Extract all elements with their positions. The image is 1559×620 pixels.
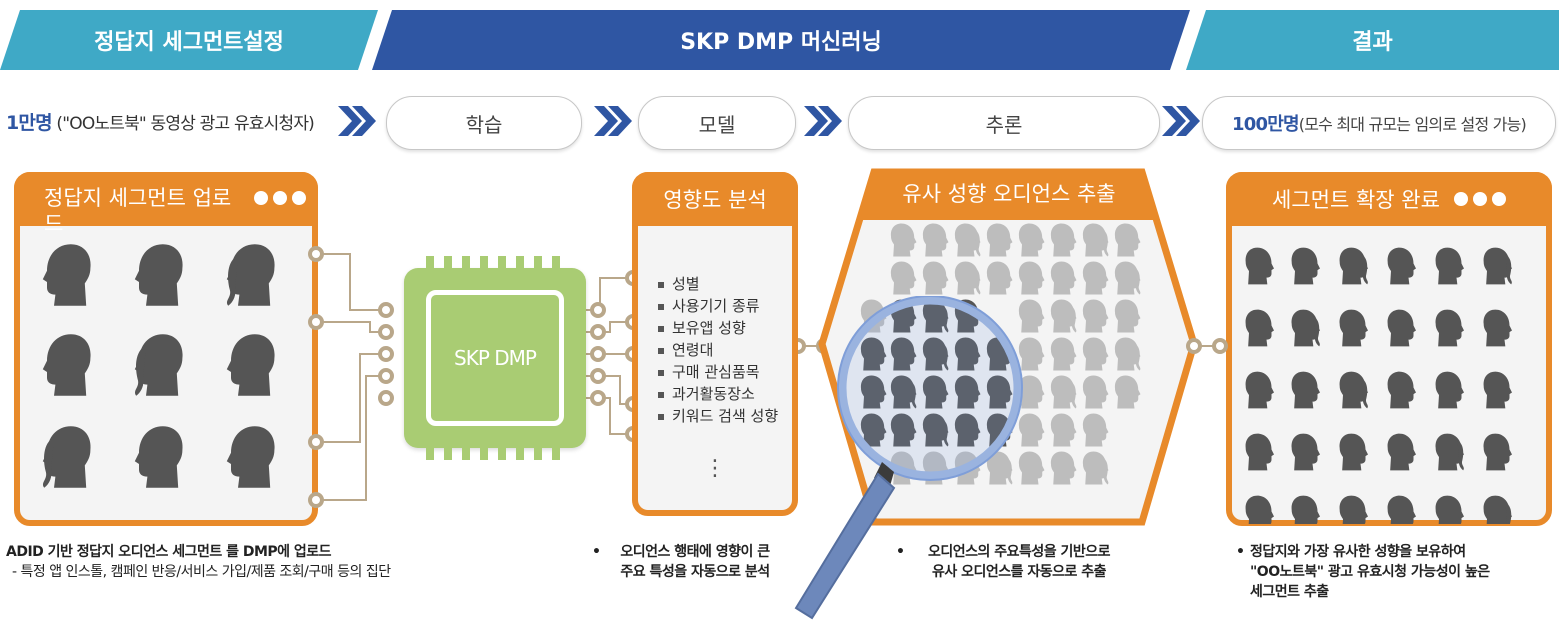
start-count: 1만명 — [6, 112, 53, 134]
list-item: 연령대 — [658, 339, 778, 361]
caption-influence-line1: •오디언스 행태에 영향이 큰 — [592, 544, 770, 560]
stage-segment-setup: 정답지 세그먼트설정 — [0, 10, 378, 70]
chip-pins — [426, 256, 560, 460]
connector-node-icons — [1186, 338, 1228, 354]
influence-panel-header: 영향도 분석 — [632, 172, 798, 226]
step-model: 모델 — [638, 96, 796, 150]
list-item: 구매 관심품목 — [658, 361, 778, 383]
expanded-head-grid — [1245, 247, 1512, 524]
caption-influence-line2: 주요 특성을 자동으로 분석 — [620, 564, 770, 580]
list-item: 사용기기 종류 — [658, 295, 778, 317]
caption-expand-line3: 세그먼트 추출 — [1250, 584, 1329, 600]
stage-segment-setup-label: 정답지 세그먼트설정 — [94, 30, 284, 55]
list-item: 성별 — [658, 273, 778, 295]
chevron-right-icon — [338, 106, 376, 136]
chip-label: SKP DMP — [454, 346, 537, 370]
step-learn: 학습 — [386, 96, 582, 150]
stage-machine-learning: SKP DMP 머신러닝 — [372, 10, 1190, 70]
expand-panel-header: 세그먼트 확장 완료 — [1226, 172, 1552, 226]
chip-icon: SKP DMP — [404, 268, 586, 448]
influence-panel-title: 영향도 분석 — [663, 188, 767, 212]
expand-panel: 세그먼트 확장 완료 — [1226, 172, 1552, 526]
step-learn-label: 학습 — [465, 112, 503, 137]
caption-expand-line1: •정답지와 가장 유사한 성향을 보유하여 — [1236, 544, 1466, 560]
stage-result-label: 결과 — [1352, 30, 1393, 55]
head-silhouette-grid — [42, 244, 275, 488]
step-infer-label: 추론 — [985, 112, 1023, 137]
connector-node-icons — [308, 246, 832, 508]
list-item: 과거활동장소 — [658, 383, 778, 405]
influence-list: 성별 사용기기 종류 보유앱 성향 연령대 구매 관심품목 과거활동장소 키워드… — [658, 273, 778, 427]
caption-influence: •오디언스 행태에 영향이 큰 주요 특성을 자동으로 분석 — [590, 542, 800, 582]
caption-expand-line2: "OO노트북" 광고 유효시청 가능성이 높은 — [1250, 564, 1490, 580]
expand-panel-title: 세그먼트 확장 완료 — [1272, 188, 1440, 212]
upload-panel-title: 정답지 세그먼트 업로드 — [44, 186, 232, 236]
step-infer: 추론 — [848, 96, 1160, 150]
chevron-right-icon — [1162, 106, 1200, 136]
step-model-label: 모델 — [698, 112, 736, 137]
chevron-right-icon — [594, 106, 632, 136]
dots-icon — [254, 191, 306, 205]
more-icon: ⋮ — [704, 456, 726, 481]
start-audience: 1만명 ("OO노트북" 동영상 광고 유효시청자) — [6, 108, 315, 135]
magnifier-icon — [794, 296, 1023, 620]
caption-similar: •오디언스의 주요특성을 기반으로 유사 오디언스를 자동으로 추출 — [894, 542, 1144, 582]
end-count: 100만명 — [1232, 114, 1299, 135]
influence-panel: 영향도 분석 성별 사용기기 종류 보유앱 성향 연령대 구매 관심품목 과거활… — [632, 172, 798, 516]
chevron-right-icon — [804, 106, 842, 136]
stage-result: 결과 — [1186, 10, 1559, 70]
upload-panel-header: 정답지 세그먼트 업로드 — [14, 172, 318, 236]
start-desc: ("OO노트북" 동영상 광고 유효시청자) — [56, 114, 314, 134]
dots-icon — [1453, 192, 1506, 206]
chip-core: SKP DMP — [426, 290, 564, 426]
caption-expand: •정답지와 가장 유사한 성향을 보유하여 "OO노트북" 광고 유효시청 가능… — [1236, 542, 1552, 602]
upload-panel: 정답지 세그먼트 업로드 — [14, 172, 318, 526]
end-audience: 100만명 (모수 최대 규모는 임의로 설정 가능) — [1202, 96, 1556, 150]
end-desc: (모수 최대 규모는 임의로 설정 가능) — [1298, 115, 1527, 134]
similar-panel-title: 유사 성향 오디언스 추출 — [902, 182, 1116, 206]
caption-upload-line1: ADID 기반 정답지 오디언스 세그먼트 를 DMP에 업로드 — [6, 544, 332, 560]
caption-upload: ADID 기반 정답지 오디언스 세그먼트 를 DMP에 업로드 - 특정 앱 … — [6, 542, 476, 582]
list-item: 보유앱 성향 — [658, 317, 778, 339]
caption-similar-line1: •오디언스의 주요특성을 기반으로 — [896, 544, 1111, 560]
list-item: 키워드 검색 성향 — [658, 405, 778, 427]
stage-machine-learning-label: SKP DMP 머신러닝 — [680, 30, 882, 55]
caption-upload-line2: - 특정 앱 인스톨, 캠페인 반응/서비스 가입/제품 조회/구매 등의 집단 — [12, 564, 391, 580]
caption-similar-line2: 유사 오디언스를 자동으로 추출 — [931, 564, 1107, 580]
